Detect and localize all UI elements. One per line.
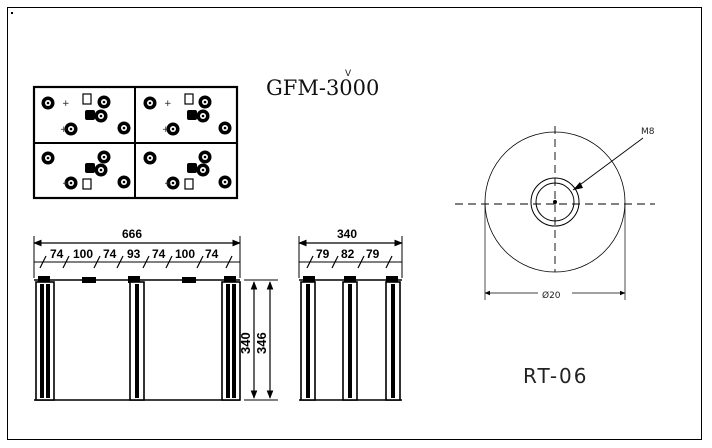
front-seg-6: 100 — [175, 247, 195, 261]
front-seg-1: 74 — [50, 247, 64, 261]
top-view: + + + + + + — [32, 85, 239, 200]
front-seg-2: 100 — [73, 247, 93, 261]
front-height: 340 — [238, 332, 253, 354]
diameter-label: Ø20 — [542, 290, 561, 301]
svg-text:+: + — [162, 125, 170, 135]
svg-text:+: + — [62, 99, 70, 109]
svg-text:+: + — [60, 125, 68, 135]
corner-dot — [11, 12, 13, 14]
side-seg-3: 79 — [366, 247, 380, 261]
drawing-frame — [7, 7, 702, 440]
side-seg-2: 82 — [341, 247, 355, 261]
terminal-code: RT-06 — [523, 364, 589, 388]
front-seg-7: 74 — [205, 247, 219, 261]
front-overall-height: 346 — [254, 332, 269, 354]
svg-text:+: + — [164, 179, 172, 189]
model-label: GFM-3000 — [266, 76, 379, 100]
front-view: 666 74 100 74 93 74 100 74 — [33, 227, 278, 401]
terminal-detail — [455, 126, 655, 300]
side-view: 340 79 82 79 — [298, 227, 403, 401]
svg-text:+: + — [62, 179, 70, 189]
model-superscript: V — [345, 69, 352, 79]
thread-label: M8 — [641, 127, 655, 137]
svg-text:+: + — [164, 99, 172, 109]
front-total-width: 666 — [122, 227, 142, 241]
front-seg-3: 74 — [103, 247, 117, 261]
front-seg-5: 74 — [152, 247, 166, 261]
front-seg-4: 93 — [127, 247, 141, 261]
side-seg-1: 79 — [316, 247, 330, 261]
side-width: 340 — [337, 227, 357, 241]
